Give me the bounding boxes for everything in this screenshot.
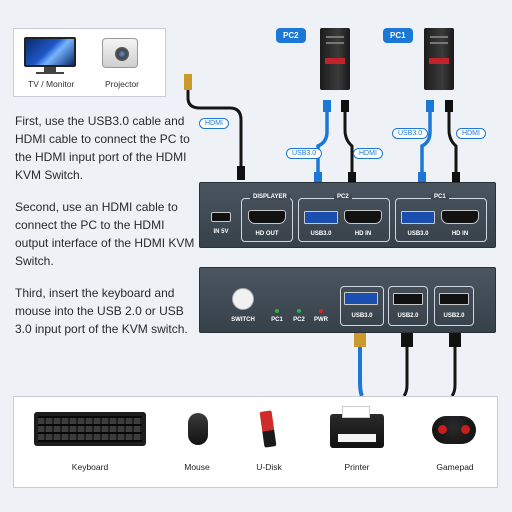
projector-icon bbox=[102, 38, 138, 68]
monitor-stand bbox=[44, 67, 56, 72]
front-usb3-group bbox=[340, 286, 384, 326]
switch-button[interactable] bbox=[232, 288, 254, 310]
front-usb2b-label: USB2.0 bbox=[443, 313, 465, 319]
instruction-step-3: Third, insert the keyboard and mouse int… bbox=[15, 286, 188, 336]
display-hdmi-pill: HDMI bbox=[199, 118, 229, 129]
front-usb2a-label: USB2.0 bbox=[397, 313, 419, 319]
keyboard-label: Keyboard bbox=[71, 462, 109, 472]
front-usb2b-group bbox=[434, 286, 474, 326]
pc1-tower-icon bbox=[424, 28, 454, 90]
hd-out-port bbox=[248, 210, 286, 224]
instruction-step-2: Second, use an HDMI cable to connect the… bbox=[15, 200, 195, 268]
pc2-usb-cable bbox=[316, 108, 329, 176]
front-usb2a-port bbox=[393, 293, 423, 305]
pc2-tag: PC2 bbox=[276, 28, 306, 43]
pc2-hd-in-label: HD IN bbox=[354, 231, 372, 237]
displayer-title: DISPLAYER bbox=[250, 194, 290, 200]
power-port bbox=[211, 212, 231, 222]
pc1-usb-label: USB3.0 bbox=[407, 231, 429, 237]
tv-monitor-icon bbox=[24, 37, 76, 67]
pc1-hd-in-port bbox=[441, 210, 479, 224]
hd-out-label: HD OUT bbox=[255, 231, 279, 237]
front-usb2b-cable bbox=[450, 345, 457, 397]
pc2-hdmi-cable bbox=[343, 108, 354, 176]
printer-icon bbox=[330, 406, 384, 448]
gamepad-label: Gamepad bbox=[436, 462, 474, 472]
pc2-led bbox=[297, 309, 301, 313]
pwr-led-label: PWR bbox=[314, 317, 328, 323]
pc2-usb3-port bbox=[304, 211, 338, 224]
mouse-icon bbox=[188, 413, 208, 445]
pc1-hdmi-pill: HDMI bbox=[456, 128, 486, 139]
front-usb3-label: USB3.0 bbox=[351, 313, 373, 319]
pc1-usb-cable bbox=[420, 108, 432, 176]
pc2-usb-label: USB3.0 bbox=[310, 231, 332, 237]
hdmi-plug-top bbox=[184, 74, 192, 90]
tv-monitor-label: TV / Monitor bbox=[28, 79, 75, 89]
monitor-foot bbox=[36, 72, 64, 74]
pc2-group-title: PC2 bbox=[334, 194, 352, 200]
pc1-hd-in-label: HD IN bbox=[451, 231, 469, 237]
pc2-tower-icon bbox=[320, 28, 350, 90]
pc1-usb-pill: USB3.0 bbox=[392, 128, 429, 139]
pc2-usb-pill: USB3.0 bbox=[286, 148, 323, 159]
pc1-led bbox=[275, 309, 279, 313]
front-usb2a-group bbox=[388, 286, 428, 326]
gamepad-icon bbox=[432, 416, 476, 444]
front-usb2a-cable bbox=[402, 345, 409, 397]
switch-label: SWITCH bbox=[231, 317, 255, 323]
pc1-led-label: PC1 bbox=[271, 317, 283, 323]
pc2-led-label: PC2 bbox=[293, 317, 305, 323]
pc1-tag: PC1 bbox=[383, 28, 413, 43]
pc2-hd-in-port bbox=[344, 210, 382, 224]
hdmi-plug-kvm bbox=[237, 166, 245, 180]
front-usb3-cable bbox=[358, 345, 364, 397]
instruction-step-1: First, use the USB3.0 cable and HDMI cab… bbox=[15, 114, 190, 182]
projector-label: Projector bbox=[105, 79, 140, 89]
pc1-usb3-port bbox=[401, 211, 435, 224]
udisk-label: U-Disk bbox=[256, 462, 282, 472]
power-port-label: IN 5V bbox=[213, 229, 229, 235]
pc1-hdmi-cable bbox=[447, 108, 458, 176]
printer-label: Printer bbox=[344, 462, 370, 472]
display-hdmi-cable bbox=[186, 90, 243, 170]
keyboard-icon bbox=[34, 412, 146, 446]
pwr-led bbox=[319, 309, 323, 313]
mouse-label: Mouse bbox=[184, 462, 210, 472]
front-usb3-port bbox=[344, 292, 378, 305]
pc2-hdmi-pill: HDMI bbox=[353, 148, 383, 159]
pc1-group-title: PC1 bbox=[431, 194, 449, 200]
front-usb2b-port bbox=[439, 293, 469, 305]
